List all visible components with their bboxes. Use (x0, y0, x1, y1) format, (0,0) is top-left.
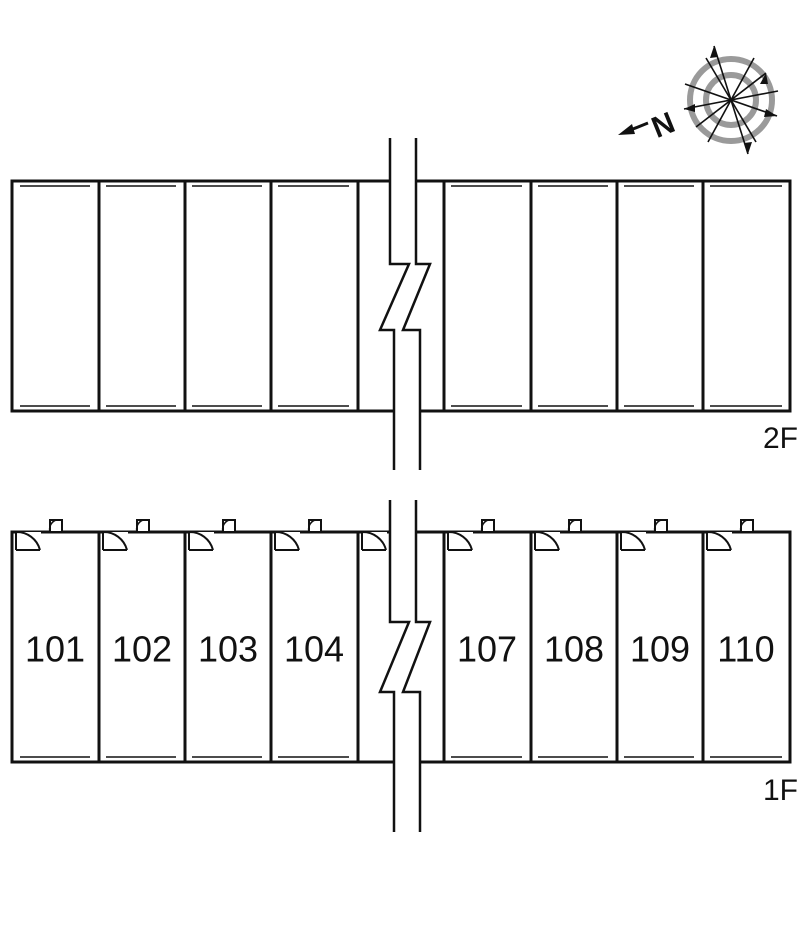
unit-label-104: 104 (284, 629, 344, 670)
unit-label-103: 103 (198, 629, 258, 670)
north-arrow: N (618, 106, 680, 145)
door-icon (15, 519, 63, 551)
door-icon (620, 519, 668, 551)
break-mask (380, 500, 430, 832)
north-label: N (647, 106, 679, 145)
floor-2f: 2F (10, 138, 798, 470)
unit-label-109: 109 (630, 629, 690, 670)
floor-1f: 101 102 103 104 107 108 109 110 1F (10, 500, 798, 832)
unit-label-107: 107 (457, 629, 517, 670)
door-icon (361, 530, 387, 551)
compass-rose-icon (683, 45, 779, 155)
break-line-left (378, 138, 411, 470)
floor-label-1f: 1F (763, 774, 798, 807)
break-line-right (401, 138, 432, 470)
unit-label-108: 108 (544, 629, 604, 670)
break-mask (380, 138, 430, 470)
entrance-doors (15, 519, 754, 551)
unit-label-102: 102 (112, 629, 172, 670)
door-icon (447, 519, 495, 551)
floor-label-2f: 2F (763, 422, 798, 455)
door-icon (534, 519, 582, 551)
unit-label-110: 110 (717, 629, 774, 670)
door-icon (706, 519, 754, 551)
door-icon (188, 519, 236, 551)
break-line-right (401, 500, 432, 832)
door-icon (274, 519, 322, 551)
break-line-left (378, 500, 411, 832)
window-marks (20, 185, 782, 407)
door-icon (102, 519, 150, 551)
unit-label-101: 101 (25, 629, 85, 670)
